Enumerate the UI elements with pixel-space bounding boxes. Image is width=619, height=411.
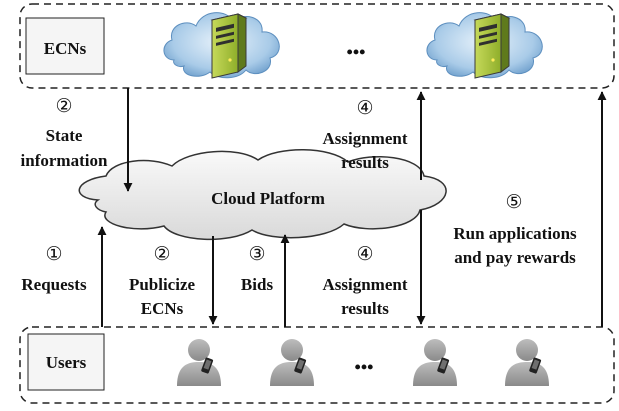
ecn-label-box — [25, 17, 105, 75]
state-label-line2: information — [21, 151, 108, 170]
step-5-number: ⑤ — [505, 191, 522, 213]
bids-label: Bids — [241, 275, 274, 294]
user-phone-icon — [177, 339, 221, 386]
ecn-label: ECNs — [44, 39, 87, 58]
publicize-line2: ECNs — [141, 299, 184, 318]
user-phone-icon — [270, 339, 314, 386]
cloud-label: Cloud Platform — [211, 189, 325, 208]
user-phone-icon — [413, 339, 457, 386]
users-label: Users — [46, 353, 87, 372]
cloud-shape — [78, 149, 447, 241]
assign-bottom-line1: Assignment — [322, 275, 407, 294]
step-1-number: ① — [45, 243, 62, 265]
user-phone-icon — [505, 339, 549, 386]
server-icon — [163, 12, 280, 79]
publicize-line1: Publicize — [129, 275, 196, 294]
assign-bottom-line2: results — [341, 299, 389, 318]
state-label-line1: State — [46, 126, 83, 145]
step-2b-number: ② — [153, 243, 170, 265]
assign-top-line1: Assignment — [322, 129, 407, 148]
ecn-ellipsis: ••• — [347, 42, 366, 62]
requests-label: Requests — [21, 275, 87, 294]
server-icon — [426, 12, 543, 79]
step-3-number: ③ — [248, 243, 265, 265]
step-4b-number: ④ — [356, 243, 373, 265]
users-group-box — [19, 326, 615, 404]
users-label-box — [27, 333, 105, 391]
run-label-line2: and pay rewards — [454, 248, 576, 267]
ecn-group-box — [19, 3, 615, 89]
run-label-line1: Run applications — [453, 224, 577, 243]
users-ellipsis: ••• — [355, 357, 374, 377]
step-4-number: ④ — [356, 97, 373, 119]
assign-top-line2: results — [341, 153, 389, 172]
step-2-number: ② — [55, 95, 72, 117]
